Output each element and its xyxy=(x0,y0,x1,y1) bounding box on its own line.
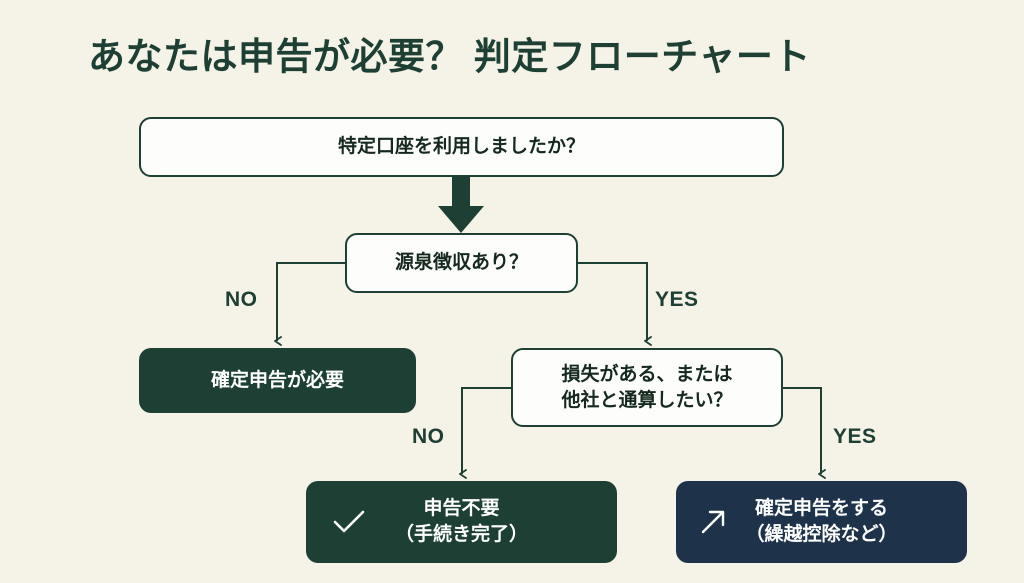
connector-q3-no-to-r2 xyxy=(459,387,511,479)
node-question-tokutei-kouza[interactable]: 特定口座を利用しましたか？ xyxy=(139,117,784,177)
edge-label-yes-2: YES xyxy=(833,425,877,448)
node-label: 確定申告が必要 xyxy=(210,369,344,391)
check-icon xyxy=(332,509,366,535)
node-result-kakutei-shinkoku-hitsuyou[interactable]: 確定申告が必要 xyxy=(139,348,416,413)
connector-q2-yes-to-q3 xyxy=(578,262,652,346)
edge-label-no-1: NO xyxy=(225,288,258,311)
edge-label-no-2: NO xyxy=(412,425,445,448)
node-result-shinkoku-fuyou[interactable]: 申告不要 （手続き完了） xyxy=(306,481,617,563)
node-label: 源泉徴収あり？ xyxy=(394,252,528,274)
connector-q2-no-to-r1 xyxy=(274,262,345,346)
connector-q3-yes-to-r3 xyxy=(783,387,826,479)
node-question-sonshitsu-tsusan[interactable]: 損失がある、または 他社と通算したい？ xyxy=(511,348,783,427)
connector-q1-to-q2 xyxy=(438,177,484,233)
node-result-kakutei-shinkoku-suru[interactable]: 確定申告をする （繰越控除など） xyxy=(676,481,967,563)
node-question-gensen-choshu[interactable]: 源泉徴収あり？ xyxy=(345,233,578,293)
arrow-up-right-icon xyxy=(698,507,728,537)
edge-label-yes-1: YES xyxy=(655,288,699,311)
node-label: 申告不要 （手続き完了） xyxy=(394,498,528,545)
node-label: 損失がある、または 他社と通算したい？ xyxy=(561,363,733,411)
node-label: 確定申告をする （繰越控除など） xyxy=(745,498,898,545)
page-title: あなたは申告が必要？ 判定フローチャート xyxy=(88,36,811,77)
node-label: 特定口座を利用しましたか？ xyxy=(337,136,585,158)
